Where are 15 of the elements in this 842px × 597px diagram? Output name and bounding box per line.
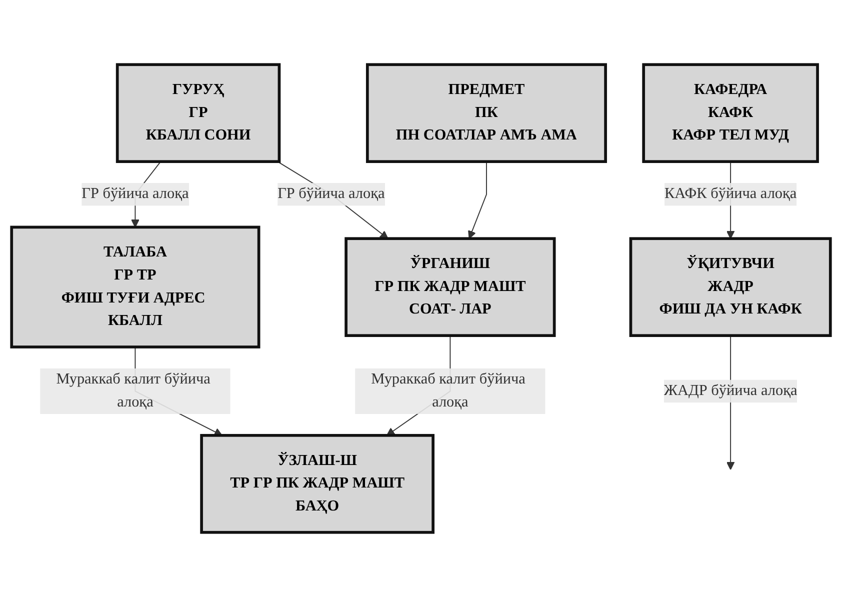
arrow	[468, 161, 487, 239]
node-box: ЎЗЛАШ-Ш ТР ГР ПК ЖАДР МАШТ БАҲО	[200, 434, 434, 534]
node-box: КАФЕДРА КАФК КАФР ТЕЛ МУД	[642, 63, 819, 164]
edge-label: Мураккаб калит бўйича алоқа	[56, 371, 210, 410]
edge-label: ЖАДР бўйича алоқа	[664, 382, 798, 399]
edge-label: Мураккаб калит бўйича алоқа	[371, 371, 526, 410]
edge-label: КАФК бўйича алоқа	[664, 186, 797, 202]
node-box: ЎҚИТУВЧИ ЖАДР ФИШ ДА УН КАФК	[629, 237, 832, 337]
node-box: ПРЕДМЕТ ПК ПН СОАТЛАР АМЪ АМА	[366, 63, 607, 164]
node-box: ЎРГАНИШ ГР ПК ЖАДР МАШТ СОАТ- ЛАР	[344, 237, 556, 337]
node-box: ГУРУҲ ГР КБАЛЛ СОНИ	[116, 63, 281, 164]
edge-label: ГР бўйича алоқа	[278, 186, 385, 202]
arrow	[277, 161, 388, 239]
node-box: ТАЛАБА ГР ТР ФИШ ТУҒИ АДРЕС КБАЛЛ	[10, 226, 260, 348]
edge-label: ГР бўйича алоқа	[82, 186, 189, 202]
